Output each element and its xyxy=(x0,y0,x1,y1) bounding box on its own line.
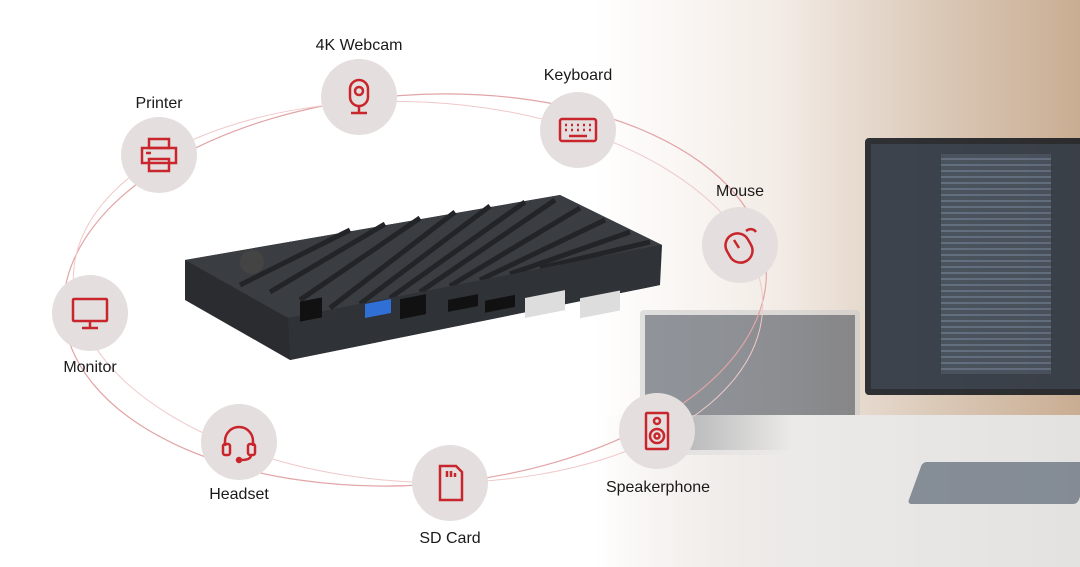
mouse-icon xyxy=(724,227,758,264)
device-label: Keyboard xyxy=(543,67,613,84)
device-printer xyxy=(121,117,197,193)
speaker-icon xyxy=(644,411,670,451)
sd-card-icon xyxy=(438,464,464,502)
device-label: Mouse xyxy=(715,183,765,200)
keyboard-icon xyxy=(558,117,598,143)
monitor-icon xyxy=(71,297,109,330)
background-monitor xyxy=(865,138,1080,395)
headset-icon xyxy=(221,425,257,464)
device-headset xyxy=(201,404,277,480)
device-mouse xyxy=(702,207,778,283)
device-label: Headset xyxy=(209,486,269,503)
device-speakerphone xyxy=(619,393,695,469)
webcam-icon xyxy=(348,78,370,115)
device-webcam xyxy=(321,59,397,135)
device-label: Speakerphone xyxy=(605,479,711,496)
device-label: Monitor xyxy=(63,359,117,376)
device-monitor xyxy=(52,275,128,351)
device-label: Printer xyxy=(135,95,183,112)
device-label: 4K Webcam xyxy=(315,37,403,54)
device-sd-card xyxy=(412,445,488,521)
device-keyboard xyxy=(540,92,616,168)
device-label: SD Card xyxy=(419,530,481,547)
docking-station xyxy=(185,195,662,360)
printer-icon xyxy=(140,137,178,173)
